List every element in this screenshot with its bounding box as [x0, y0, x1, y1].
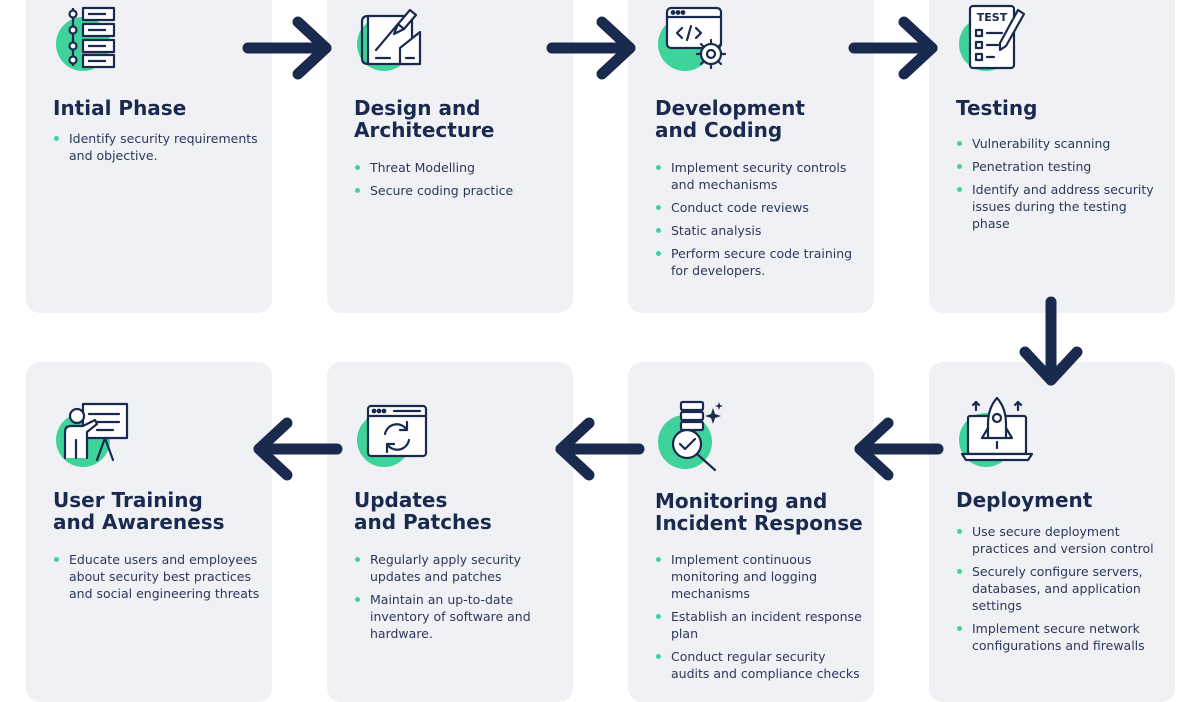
arrow-right-icon — [242, 14, 338, 82]
step-bullets: Regularly apply security updates and pat… — [354, 551, 563, 648]
test-clipboard-icon: TEST — [956, 2, 1036, 74]
step-bullets: Implement security controls and mechanis… — [655, 159, 864, 285]
step-title: Intial Phase — [53, 96, 187, 120]
step-title: Monitoring and Incident Response — [655, 489, 863, 535]
bullet-item: Identify and address security issues dur… — [956, 181, 1165, 232]
bullet-item: Securely configure servers, databases, a… — [956, 563, 1165, 614]
bullet-item: Implement continuous monitoring and logg… — [655, 551, 864, 602]
step-card-deployment: Deployment Use secure deployment practic… — [929, 362, 1175, 702]
trainer-board-icon — [53, 400, 133, 472]
test-label: TEST — [977, 11, 1008, 24]
bullet-item: Threat Modelling — [354, 159, 563, 176]
step-title: Updates and Patches — [354, 488, 492, 534]
step-title: Testing — [956, 96, 1038, 120]
step-bullets: Identify security requirements and objec… — [53, 130, 262, 170]
bullet-item: Implement security controls and mechanis… — [655, 159, 864, 193]
step-card-design-architecture: Design and Architecture Threat Modelling… — [327, 0, 573, 313]
bullet-item: Implement secure network configurations … — [956, 620, 1165, 654]
arrow-left-icon — [848, 415, 944, 483]
bullet-item: Vulnerability scanning — [956, 135, 1165, 152]
arrow-right-icon — [546, 14, 642, 82]
bullet-item: Maintain an up-to-date inventory of soft… — [354, 591, 563, 642]
step-card-initial-phase: Intial Phase Identify security requireme… — [26, 0, 272, 313]
step-title: Development and Coding — [655, 96, 805, 142]
bullet-item: Conduct code reviews — [655, 199, 864, 216]
checklist-icon — [53, 2, 133, 74]
design-drafting-icon — [354, 2, 434, 74]
step-bullets: Implement continuous monitoring and logg… — [655, 551, 864, 688]
step-card-updates-patches: Updates and Patches Regularly apply secu… — [327, 362, 573, 702]
rocket-laptop-icon — [956, 394, 1036, 467]
bullet-item: Use secure deployment practices and vers… — [956, 523, 1165, 557]
step-bullets: Educate users and employees about securi… — [53, 551, 262, 608]
bullet-item: Static analysis — [655, 222, 864, 239]
bullet-item: Perform secure code training for develop… — [655, 245, 864, 279]
bullet-item: Educate users and employees about securi… — [53, 551, 262, 602]
step-card-testing: TEST Testing Vulnerability scanning Pene… — [929, 0, 1175, 313]
bullet-item: Establish an incident response plan — [655, 608, 864, 642]
code-window-gear-icon — [655, 2, 735, 74]
step-bullets: Vulnerability scanning Penetration testi… — [956, 135, 1165, 238]
step-card-monitoring-incident: Monitoring and Incident Response Impleme… — [628, 362, 874, 702]
arrow-down-icon — [1017, 296, 1085, 392]
server-magnifier-icon — [655, 400, 735, 472]
step-card-user-training: User Training and Awareness Educate user… — [26, 362, 272, 702]
arrow-left-icon — [549, 415, 645, 483]
step-card-development-coding: Development and Coding Implement securit… — [628, 0, 874, 313]
bullet-item: Conduct regular security audits and comp… — [655, 648, 864, 682]
arrow-left-icon — [247, 415, 343, 483]
browser-refresh-icon — [354, 400, 434, 472]
bullet-item: Regularly apply security updates and pat… — [354, 551, 563, 585]
bullet-item: Secure coding practice — [354, 182, 563, 199]
step-bullets: Threat Modelling Secure coding practice — [354, 159, 563, 205]
step-title: Design and Architecture — [354, 96, 495, 142]
bullet-item: Identify security requirements and objec… — [53, 130, 262, 164]
step-bullets: Use secure deployment practices and vers… — [956, 523, 1165, 660]
step-title: Deployment — [956, 488, 1093, 512]
step-title: User Training and Awareness — [53, 488, 225, 534]
arrow-right-icon — [848, 14, 944, 82]
bullet-item: Penetration testing — [956, 158, 1165, 175]
